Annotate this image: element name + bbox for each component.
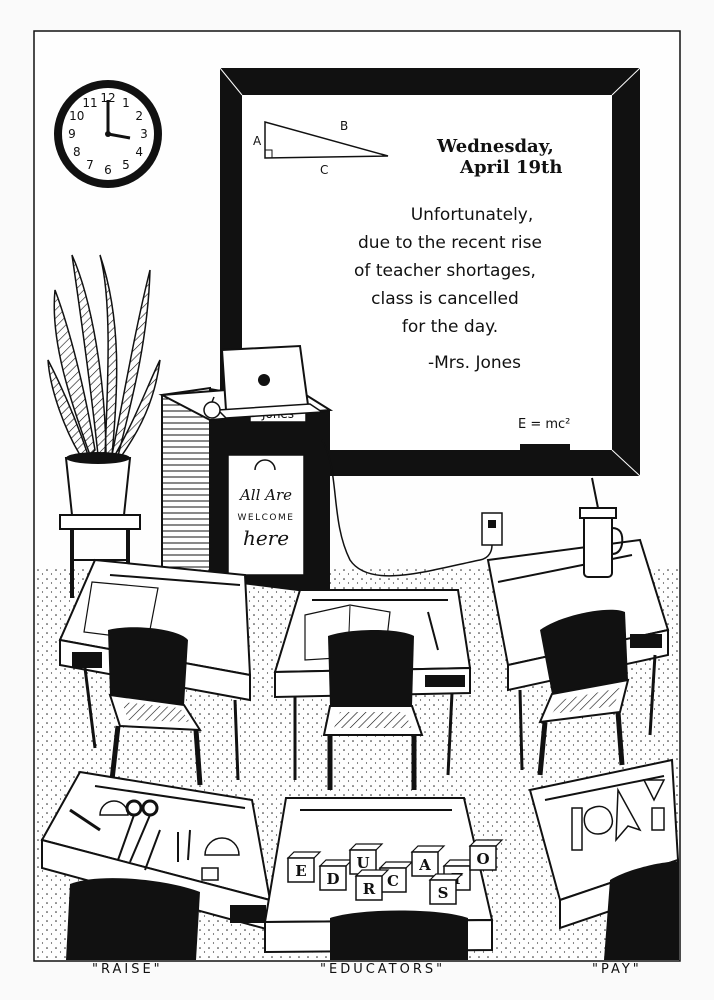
board-message-line4: class is cancelled	[371, 289, 519, 309]
clock-numeral: 11	[82, 96, 97, 110]
protractor-icon	[204, 837, 240, 856]
board-date-line2: April 19th	[459, 157, 562, 178]
board-message-line3: of teacher shortages,	[354, 261, 536, 281]
geometry-triangle: A B C	[253, 119, 389, 177]
letter-block: S	[428, 873, 464, 905]
letter-block: R	[354, 869, 390, 901]
pencil	[427, 611, 439, 651]
apple-icon	[203, 396, 221, 419]
clock-hour-hand	[107, 132, 131, 140]
letter-block-label: O	[476, 850, 489, 868]
chair-front-right	[604, 861, 679, 960]
letter-block: E	[286, 851, 322, 883]
board-message-line2: due to the recent rise	[358, 233, 542, 253]
board-signature: -Mrs. Jones	[428, 353, 521, 373]
caption-raise: "RAISE"	[92, 962, 163, 977]
letter-block: O	[468, 839, 504, 871]
letter-block-label: R	[363, 880, 376, 898]
letter-blocks: EDUCATORS	[286, 839, 504, 905]
triangle-label-c: C	[320, 163, 328, 177]
clock-numeral: 6	[104, 163, 112, 177]
clock-numeral: 12	[100, 91, 115, 105]
clock-numeral: 1	[122, 96, 130, 110]
chair-back-center	[322, 630, 424, 790]
snake-plant	[47, 254, 161, 459]
board-formula: E = mc²	[518, 417, 570, 432]
letter-block: A	[410, 845, 446, 877]
clock-numeral: 2	[135, 109, 143, 123]
letter-block-label: D	[326, 870, 339, 888]
board-message-line5: for the day.	[402, 317, 498, 337]
board-eraser	[520, 444, 570, 450]
clock-numeral: 10	[69, 109, 84, 123]
board-message-line1: Unfortunately,	[411, 205, 534, 225]
board-date-line1: Wednesday,	[436, 136, 554, 157]
podium-sign-line2: WELCOME	[238, 513, 295, 523]
triangle-ruler-icon	[642, 779, 666, 802]
chair-back-right	[537, 609, 630, 776]
laptop-cord	[321, 439, 493, 577]
letter-block-label: A	[418, 856, 431, 874]
eraser-icon	[201, 867, 219, 881]
glue-stick-icon	[651, 807, 665, 831]
letter-block-label: E	[295, 862, 306, 880]
letter-block: D	[318, 859, 354, 891]
marker-icon	[69, 808, 101, 832]
tumbler-cup	[579, 477, 624, 578]
caption-educators: "EDUCATORS"	[320, 962, 446, 977]
pen-icon	[144, 829, 161, 871]
scissors-icon	[117, 799, 159, 863]
caption-pay: "PAY"	[592, 962, 642, 977]
plant-pot	[64, 452, 132, 516]
paper-plane-icon	[615, 787, 642, 843]
chair-front-left	[66, 878, 200, 960]
clock-numeral: 9	[68, 127, 76, 141]
triangle-label-a: A	[253, 134, 262, 148]
laptop	[216, 344, 325, 419]
clock-numeral: 5	[122, 158, 130, 172]
wall-outlet	[481, 512, 503, 546]
chair-back-left	[108, 627, 203, 786]
letter-block: U	[348, 843, 384, 875]
clock-numeral: 4	[135, 145, 143, 159]
podium-sign-line3: here	[243, 526, 289, 550]
podium-sign	[227, 454, 305, 576]
podium-sign-line1: All Are	[238, 486, 292, 504]
ruler-icon	[571, 807, 583, 851]
letter-block-label: S	[438, 884, 449, 902]
clock-numeral: 8	[73, 145, 81, 159]
clock-numeral: 3	[140, 127, 148, 141]
chair-front-center	[330, 910, 468, 960]
palette-icon	[583, 805, 614, 835]
clock-numeral: 7	[86, 158, 94, 172]
letter-block: C	[378, 861, 414, 893]
letter-block-label: U	[356, 854, 369, 872]
letter-block-label: C	[387, 872, 399, 890]
apple-logo-icon	[258, 374, 270, 386]
triangle-label-b: B	[340, 119, 348, 133]
